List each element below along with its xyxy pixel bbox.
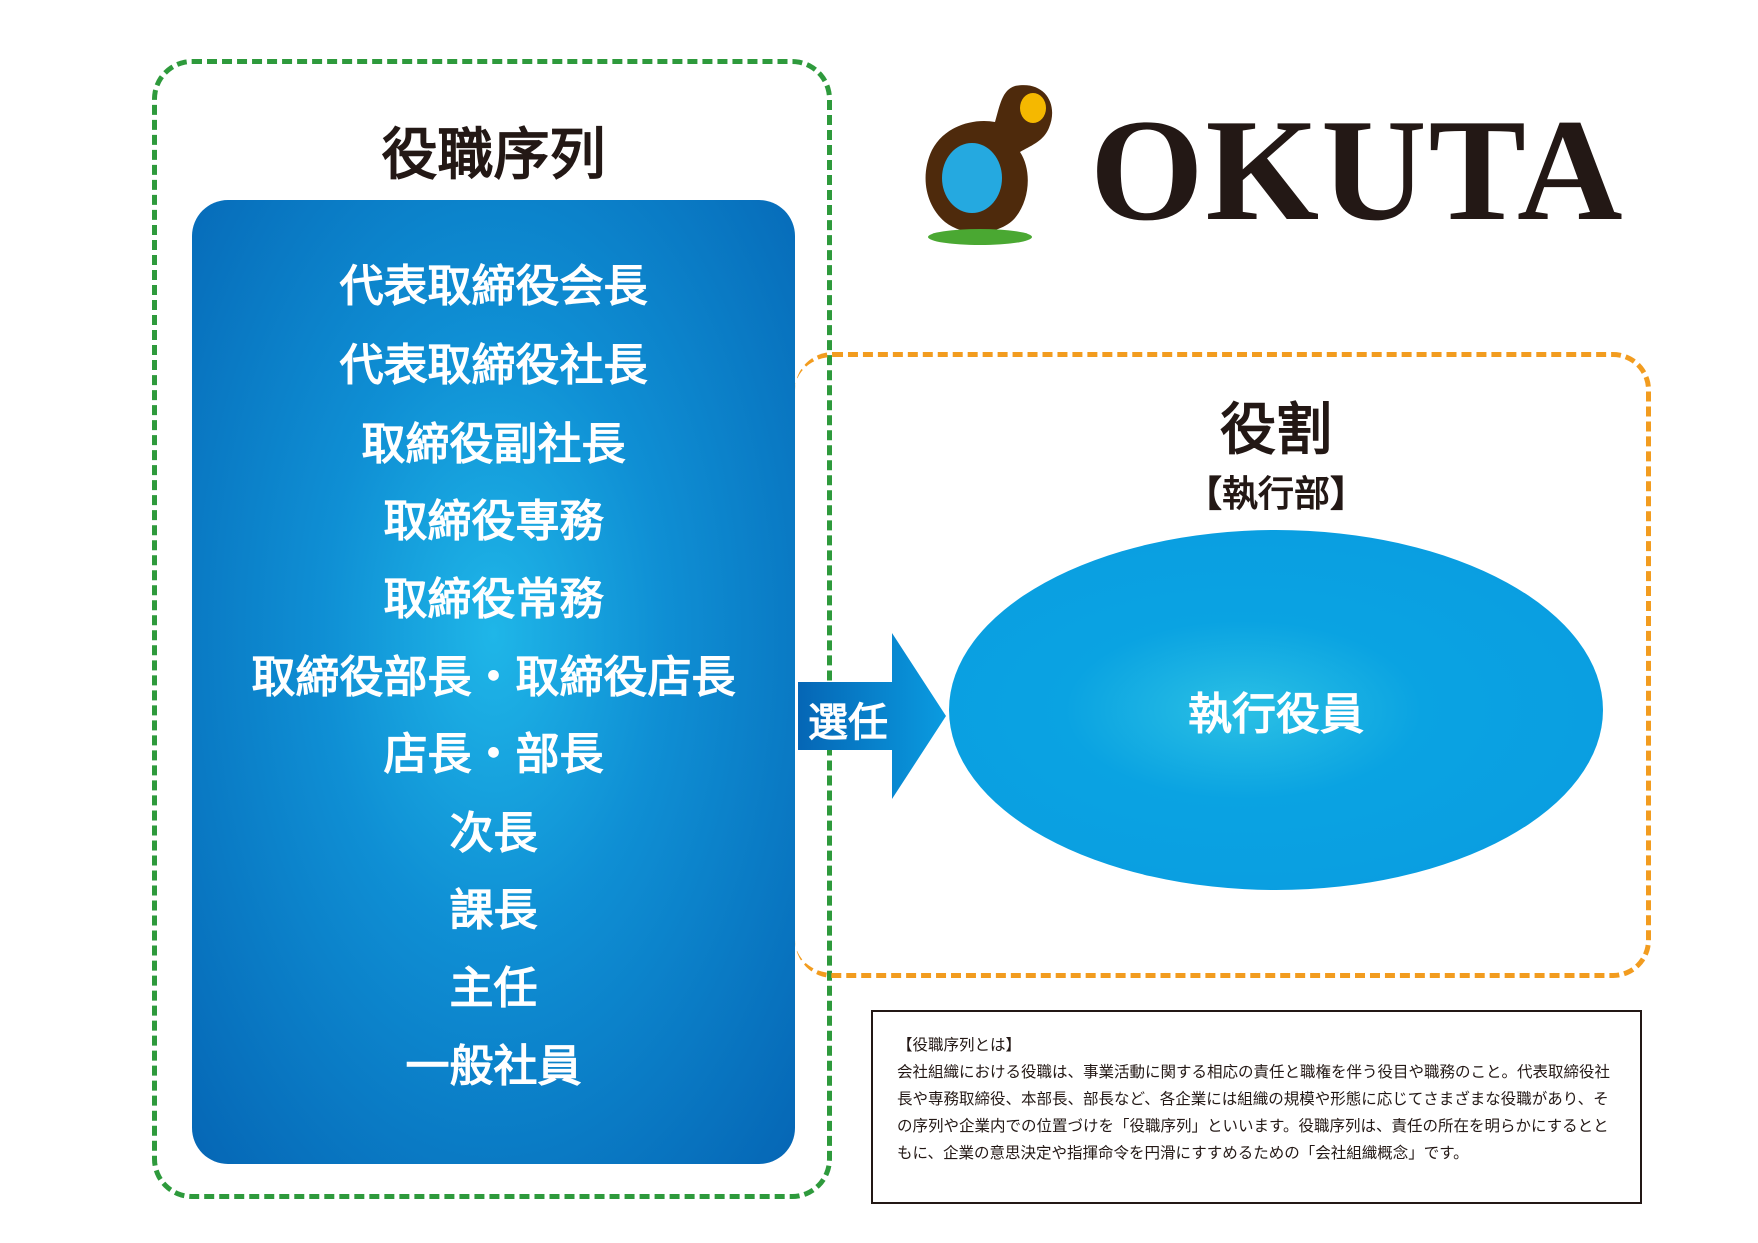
okuta-logo-icon bbox=[925, 85, 1053, 245]
rank-item: 一般社員 bbox=[405, 1041, 582, 1092]
description-heading: 【役職序列とは】 bbox=[897, 1036, 1022, 1054]
hierarchy-title: 役職序列 bbox=[381, 123, 606, 188]
appoint-label: 選任 bbox=[808, 700, 888, 746]
executive-officer-ellipse: 執行役員 bbox=[949, 530, 1603, 890]
hierarchy-dashed-frame bbox=[152, 59, 832, 1199]
description-box: 【役職序列とは】 会社組織における役職は、事業活動に関する相応の責任と職権を伴う… bbox=[871, 1010, 1642, 1204]
rank-item: 取締役専務 bbox=[383, 496, 604, 547]
executive-officer-label: 執行役員 bbox=[1188, 689, 1364, 740]
role-subtitle: 【執行部】 bbox=[1185, 474, 1366, 515]
role-title: 役割 bbox=[1220, 398, 1332, 463]
rank-item: 取締役部長・取締役店長 bbox=[251, 652, 736, 703]
rank-item: 取締役副社長 bbox=[361, 419, 626, 470]
rank-list-panel: 代表取締役会長 代表取締役社長 取締役副社長 取締役専務 取締役常務 取締役部長… bbox=[192, 200, 795, 1164]
description-body: 会社組織における役職は、事業活動に関する相応の責任と職権を伴う役目や職務のこと。… bbox=[897, 1063, 1611, 1162]
role-dashed-frame bbox=[795, 352, 1651, 978]
rank-item: 課長 bbox=[449, 885, 538, 936]
okuta-logo-text: OKUTA bbox=[1090, 89, 1625, 251]
arrow-right-icon bbox=[798, 633, 946, 799]
rank-item: 取締役常務 bbox=[383, 574, 604, 625]
rank-item: 代表取締役社長 bbox=[339, 340, 648, 391]
rank-item: 主任 bbox=[449, 963, 538, 1014]
rank-item: 店長・部長 bbox=[383, 729, 604, 780]
rank-item: 次長 bbox=[449, 808, 538, 859]
rank-item: 代表取締役会長 bbox=[339, 261, 648, 312]
